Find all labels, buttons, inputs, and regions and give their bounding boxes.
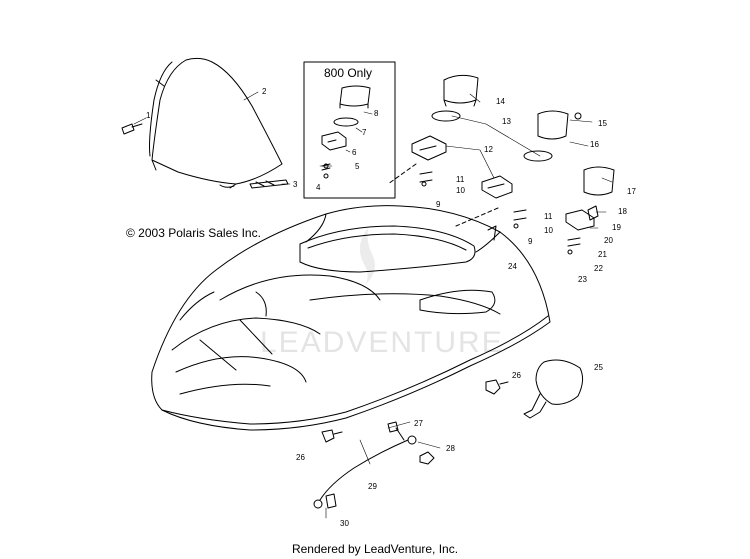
callout-24: 24 [508,262,517,271]
callout-22: 22 [594,264,603,273]
callout-29: 29 [368,482,377,491]
nut-part-28 [419,451,435,465]
grommet-26-right [485,379,509,395]
pin-part-30 [325,493,337,509]
callout-1: 1 [146,111,151,120]
callout-11b: 11 [544,212,553,221]
callout-26b: 26 [296,453,305,462]
watermark: LEADVENTURE [260,228,504,359]
copyright-text: © 2003 Polaris Sales Inc. [126,226,261,240]
watermark-text: LEADVENTURE [260,326,504,359]
callout-11a: 11 [456,175,465,184]
callout-12: 12 [484,145,493,154]
callout-4: 4 [316,183,321,192]
bezels [411,135,595,231]
800-only-title: 800 Only [323,66,373,80]
callout-14: 14 [496,97,505,106]
callout-9a: 9 [436,200,441,209]
gauge-17 [583,166,615,221]
callout-9b: 9 [528,237,533,246]
callout-25: 25 [594,363,603,372]
gauge-16 [523,110,569,162]
callout-15: 15 [598,119,607,128]
cable-part-29 [313,435,417,509]
gauge-14 [431,74,479,122]
callout-17: 17 [627,187,636,196]
callout-2: 2 [262,87,267,96]
callout-leaders [133,91,613,519]
mirror-part-25 [523,359,584,419]
hood-assembly [151,205,551,431]
callout-16: 16 [590,140,599,149]
footer-text: Rendered by LeadVenture, Inc. [291,542,459,556]
grommet-26-left [321,429,343,443]
callout-20: 20 [604,236,613,245]
callout-26a: 26 [512,371,521,380]
windshield [149,57,283,189]
callout-28: 28 [446,444,455,453]
callout-13: 13 [502,117,511,126]
callout-21: 21 [598,250,607,259]
callout-5: 5 [355,162,360,171]
callout-19: 19 [612,223,621,232]
callout-27: 27 [414,419,423,428]
callout-30: 30 [340,519,349,528]
callout-6: 6 [352,148,357,157]
callout-labels: 1 2 3 4 5 6 7 8 9 9 10 10 11 11 12 13 14… [146,87,636,528]
800-only-box [303,61,396,199]
bolt-part-27 [387,421,405,441]
screw-part-1 [121,123,143,135]
callout-3: 3 [293,180,298,189]
callout-10a: 10 [456,186,465,195]
hardware-small [419,112,582,255]
callout-18: 18 [618,207,627,216]
callout-10b: 10 [544,226,553,235]
callout-23: 23 [578,275,587,284]
callout-8: 8 [374,109,379,118]
callout-7: 7 [362,128,367,137]
gauge-parts-800 [321,85,371,179]
leader-lines [387,163,499,227]
